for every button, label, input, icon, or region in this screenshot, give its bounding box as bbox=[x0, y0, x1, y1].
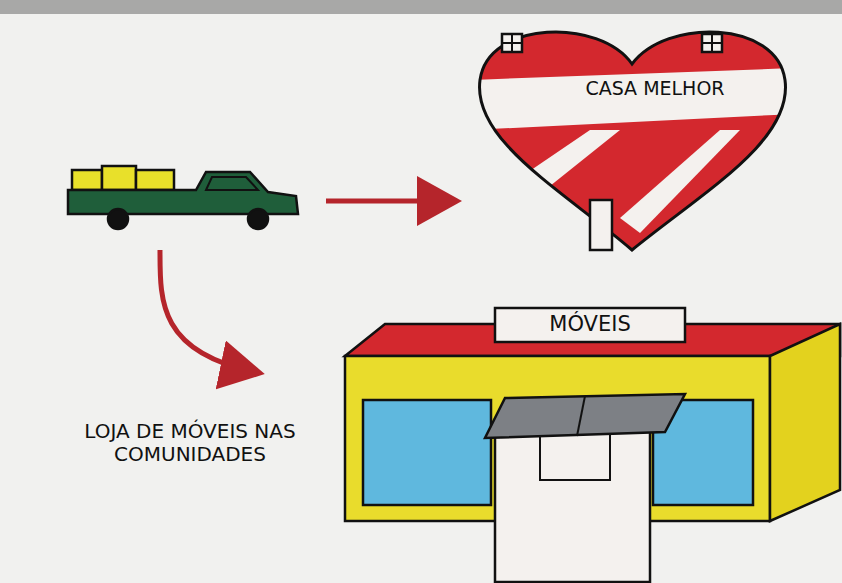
heart-house-node: CASA MELHOR bbox=[470, 18, 795, 254]
house-name: CASA MELHOR bbox=[525, 78, 785, 100]
store-node: MÓVEIS LOJA DE MÓVEIS NAS COMUNIDADES bbox=[30, 300, 842, 583]
photo-shadow bbox=[0, 0, 842, 14]
truck-drawing bbox=[68, 166, 298, 229]
store-caption: LOJA DE MÓVEIS NAS COMUNIDADES bbox=[30, 420, 350, 466]
store-sign: MÓVEIS bbox=[495, 312, 685, 336]
heart-house-outline bbox=[470, 18, 795, 254]
